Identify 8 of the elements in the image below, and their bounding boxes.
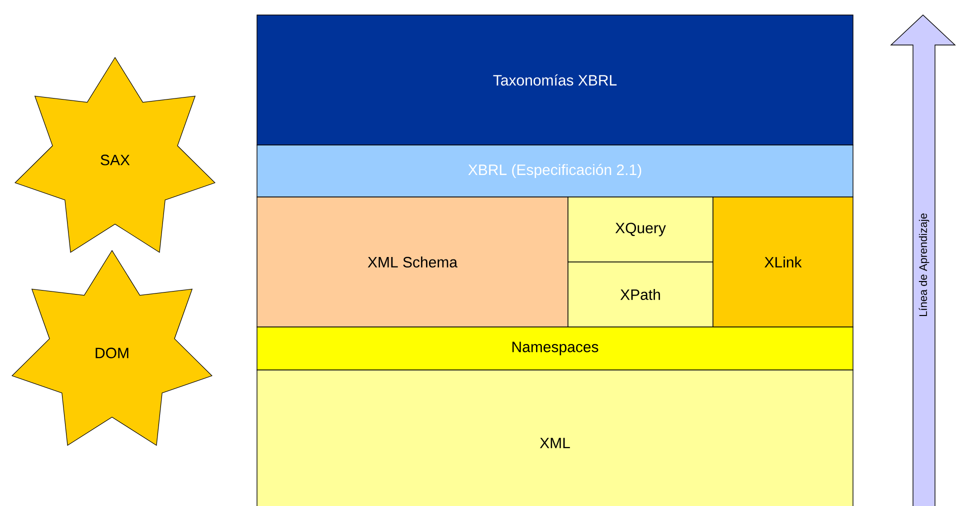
layer-box: Taxonomías XBRL xyxy=(256,14,854,146)
layer-box: XML Schema xyxy=(256,196,568,328)
layer-box: XPath xyxy=(568,262,714,328)
layer-box: XLink xyxy=(712,196,854,328)
layer-box: XML xyxy=(256,370,854,506)
layer-box: XQuery xyxy=(568,196,714,262)
layer-box: Namespaces xyxy=(256,326,854,370)
layer-box: XBRL (Especificación 2.1) xyxy=(256,144,854,198)
